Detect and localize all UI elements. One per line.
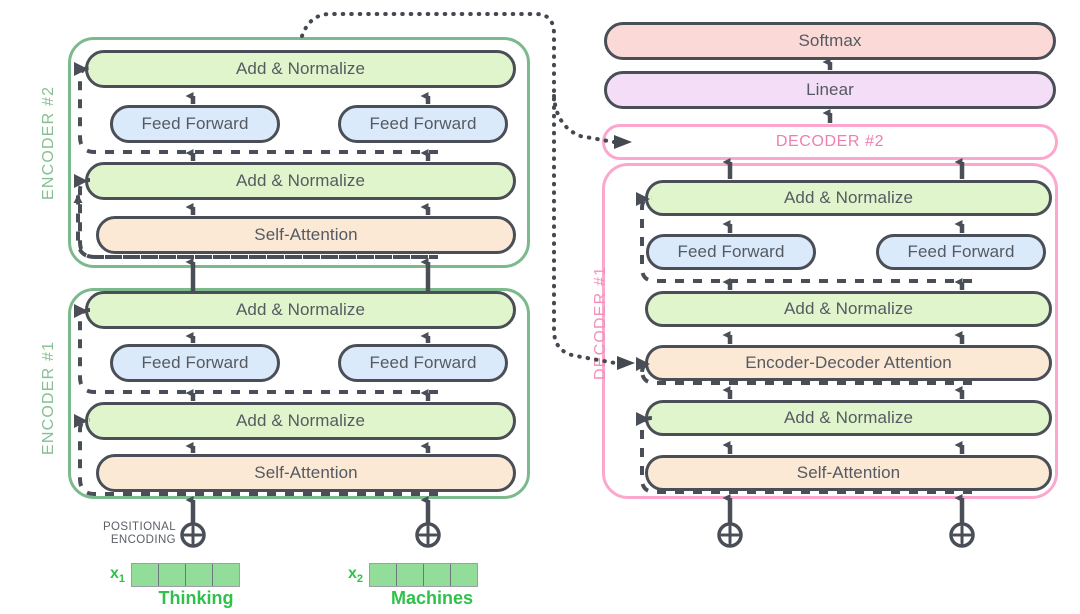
- decoder1-add-normalize-bottom[interactable]: Add & Normalize: [645, 400, 1052, 436]
- node-label: Feed Forward: [369, 353, 477, 372]
- decoder1-encoder-decoder-attention[interactable]: Encoder-Decoder Attention: [645, 345, 1052, 381]
- encoder1-feed-forward-right[interactable]: Feed Forward: [338, 344, 508, 382]
- positional-encoding-label-line2: ENCODING: [110, 534, 176, 546]
- softmax-layer[interactable]: Softmax: [604, 22, 1056, 60]
- node-label: Feed Forward: [369, 114, 477, 133]
- embedding-cell: [424, 564, 452, 586]
- encoder-block-1-container: [68, 288, 530, 499]
- node-label: Feed Forward: [141, 114, 249, 133]
- positional-encoding-label-line1: POSITIONAL: [102, 521, 176, 533]
- encoder1-feed-forward-left[interactable]: Feed Forward: [110, 344, 280, 382]
- decoder-block-1-container: [602, 163, 1058, 499]
- node-label: Add & Normalize: [783, 299, 914, 318]
- node-label: Add & Normalize: [235, 171, 366, 190]
- embedding-cell: [213, 564, 240, 586]
- encoder-block-2-container: [68, 37, 530, 268]
- node-label: Add & Normalize: [783, 408, 914, 427]
- encoder2-feed-forward-left[interactable]: Feed Forward: [110, 105, 280, 143]
- embedding-tag-x1: x1: [110, 564, 126, 586]
- embedding-cell: [370, 564, 398, 586]
- node-label: Add & Normalize: [235, 300, 366, 319]
- node-label: Encoder-Decoder Attention: [745, 353, 952, 372]
- decoder-block-2-label: DECODER #2: [775, 133, 885, 150]
- node-label: Self-Attention: [254, 225, 358, 244]
- linear-layer[interactable]: Linear: [604, 71, 1056, 109]
- node-label: Feed Forward: [141, 353, 249, 372]
- node-label: Self-Attention: [796, 463, 901, 482]
- embedding-cell: [451, 564, 478, 586]
- node-label: Add & Normalize: [783, 188, 914, 207]
- embedding-cell: [159, 564, 187, 586]
- node-label: Self-Attention: [254, 463, 358, 482]
- embedding-cells-x1: [131, 563, 241, 587]
- node-label: Add & Normalize: [235, 411, 366, 430]
- encoder1-add-normalize-bottom[interactable]: Add & Normalize: [85, 402, 516, 440]
- encoder2-feed-forward-right[interactable]: Feed Forward: [338, 105, 508, 143]
- embedding-row-2: x2: [348, 563, 479, 587]
- encoder2-add-normalize-top[interactable]: Add & Normalize: [85, 50, 516, 88]
- decoder1-feed-forward-right[interactable]: Feed Forward: [876, 234, 1046, 270]
- positional-encoding-label: POSITIONAL ENCODING: [96, 521, 176, 547]
- embedding-cell: [397, 564, 425, 586]
- decoder1-feed-forward-left[interactable]: Feed Forward: [646, 234, 816, 270]
- encoder1-add-normalize-top[interactable]: Add & Normalize: [85, 291, 516, 329]
- decoder1-self-attention[interactable]: Self-Attention: [645, 455, 1052, 491]
- embedding-cell: [132, 564, 160, 586]
- embedding-cell: [186, 564, 214, 586]
- embedding-row-1: x1: [110, 563, 241, 587]
- embedding-tag-x2: x2: [348, 564, 364, 586]
- node-label: Feed Forward: [907, 242, 1015, 261]
- encoder1-self-attention[interactable]: Self-Attention: [96, 454, 516, 492]
- encoder2-self-attention[interactable]: Self-Attention: [96, 216, 516, 254]
- node-label: Linear: [806, 80, 854, 99]
- node-label: Feed Forward: [677, 242, 785, 261]
- word-label-machines: Machines: [390, 588, 474, 608]
- decoder1-add-normalize-top[interactable]: Add & Normalize: [645, 180, 1052, 216]
- node-label: Add & Normalize: [235, 59, 366, 78]
- word-label-thinking: Thinking: [158, 588, 234, 608]
- decoder1-add-normalize-mid[interactable]: Add & Normalize: [645, 291, 1052, 327]
- node-label: Softmax: [798, 31, 862, 50]
- encoder2-add-normalize-bottom[interactable]: Add & Normalize: [85, 162, 516, 200]
- embedding-cells-x2: [369, 563, 479, 587]
- decoder-block-2-container[interactable]: DECODER #2: [602, 124, 1058, 160]
